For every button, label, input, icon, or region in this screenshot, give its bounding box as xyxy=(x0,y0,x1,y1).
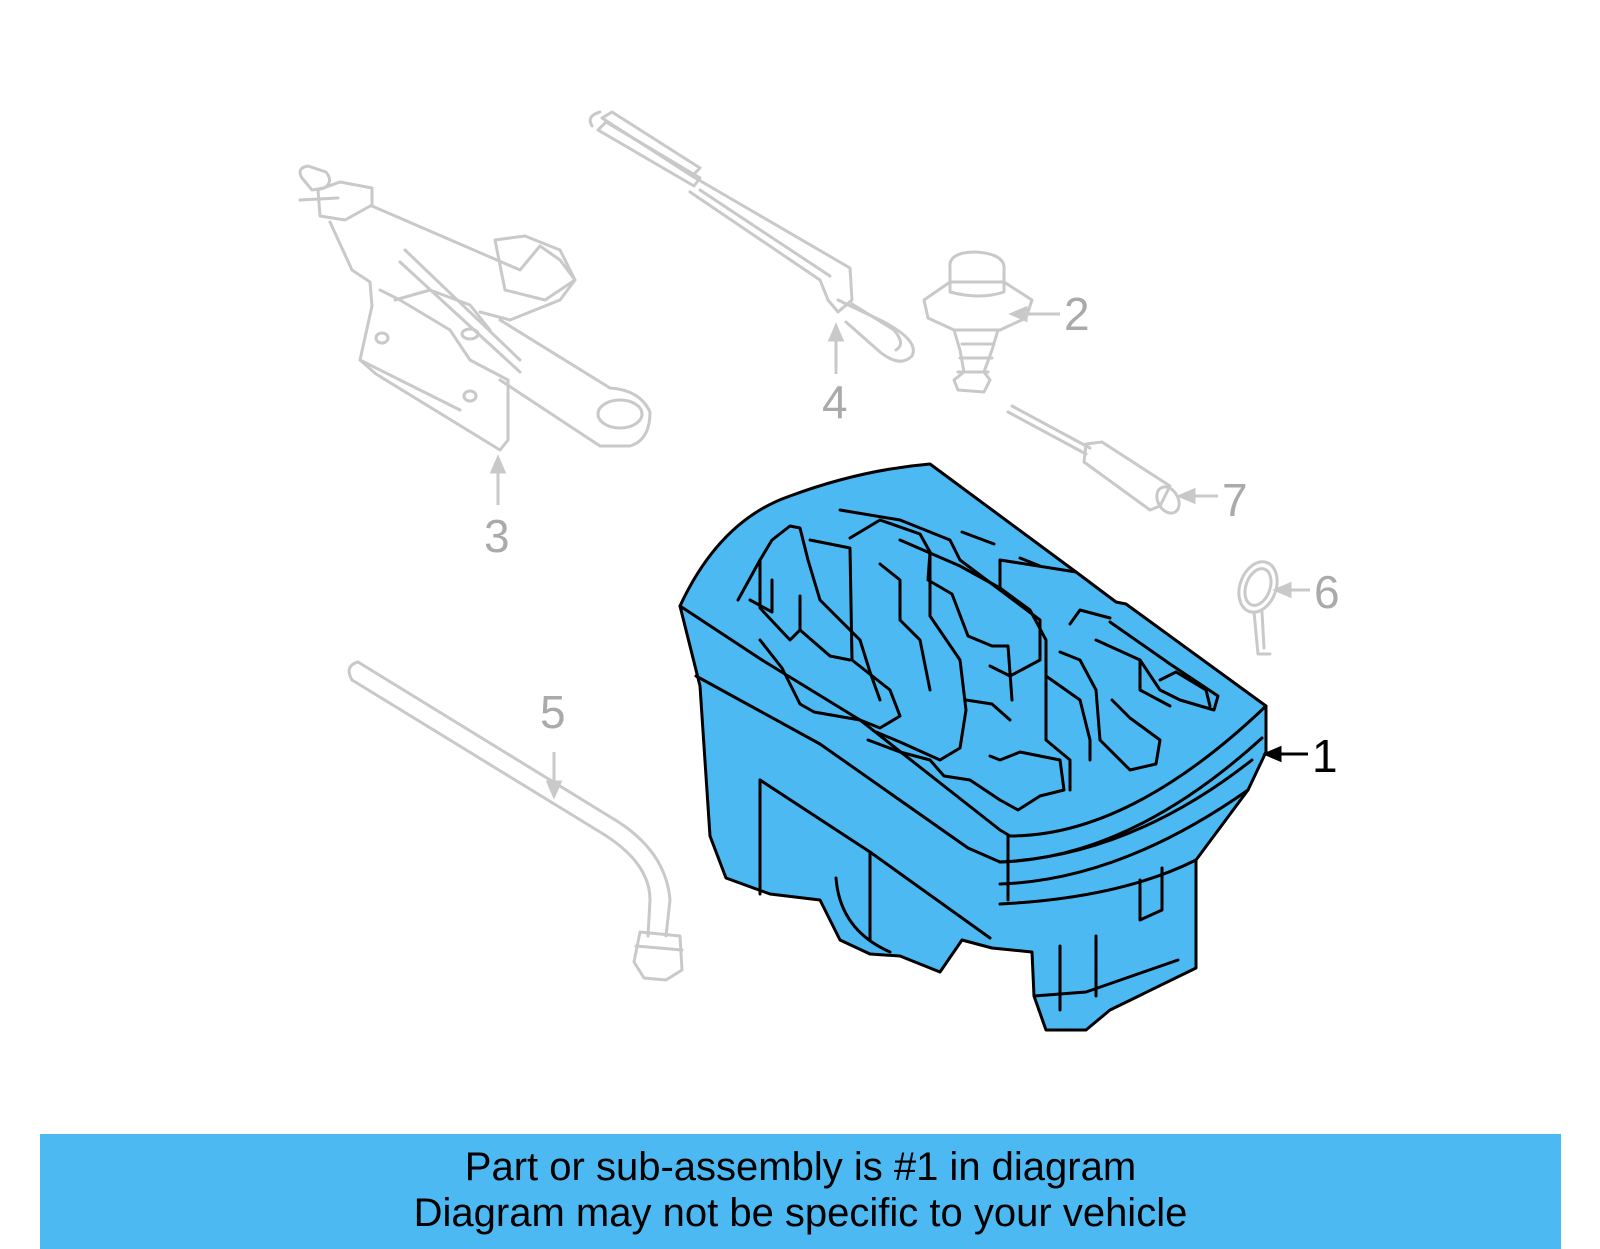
callout-5: 5 xyxy=(540,686,566,738)
callout-1: 1 xyxy=(1312,730,1338,782)
screwdriver-part-7 xyxy=(1006,404,1181,515)
lug-wrench-part-5 xyxy=(347,660,684,982)
callout-2: 2 xyxy=(1064,288,1090,340)
arrow-2 xyxy=(1008,305,1060,323)
arrow-4 xyxy=(827,322,845,374)
jack-handle-part-4 xyxy=(588,110,915,363)
arrow-6 xyxy=(1272,581,1310,599)
arrow-5 xyxy=(545,752,563,800)
info-banner: Part or sub-assembly is #1 in diagram Di… xyxy=(40,1134,1561,1249)
tool-tray-part-1 xyxy=(678,462,1268,1032)
callout-7: 7 xyxy=(1222,474,1248,526)
parts-diagram: 1 2 3 4 5 6 7 xyxy=(298,110,1340,1032)
callout-3: 3 xyxy=(484,510,510,562)
hold-down-bolt-part-2 xyxy=(922,250,1034,394)
tow-hook-part-6 xyxy=(1237,560,1279,656)
callout-4: 4 xyxy=(822,376,848,428)
banner-line-1: Part or sub-assembly is #1 in diagram xyxy=(464,1145,1137,1189)
arrow-7 xyxy=(1176,487,1218,505)
banner-line-2: Diagram may not be specific to your vehi… xyxy=(413,1191,1188,1235)
callout-6: 6 xyxy=(1314,566,1340,618)
scissor-jack-part-3 xyxy=(298,164,652,452)
arrow-1 xyxy=(1262,745,1308,763)
arrow-3 xyxy=(489,454,507,505)
